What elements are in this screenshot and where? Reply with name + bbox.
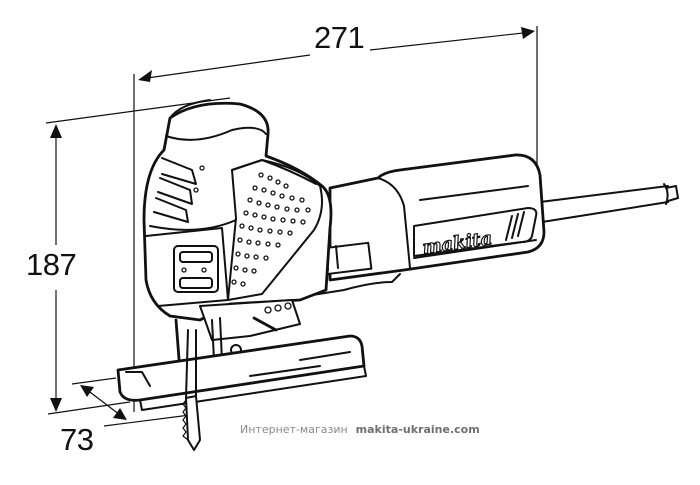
watermark: Интернет-магазин makita-ukraine.com xyxy=(240,423,480,436)
watermark-shop-label: Интернет-магазин xyxy=(240,423,348,436)
saw-blade xyxy=(182,329,201,451)
power-cord xyxy=(539,183,679,223)
motor-housing: makita xyxy=(328,153,546,282)
dimension-height-label: 187 xyxy=(24,247,79,282)
dimension-width-label: 73 xyxy=(58,422,96,457)
base-plate xyxy=(116,334,367,411)
grip-texture-dots xyxy=(231,172,311,287)
dimension-lines xyxy=(45,26,538,427)
watermark-site: makita-ukraine.com xyxy=(355,423,480,436)
dimension-length-label: 271 xyxy=(312,20,367,55)
grip-body xyxy=(142,99,333,322)
